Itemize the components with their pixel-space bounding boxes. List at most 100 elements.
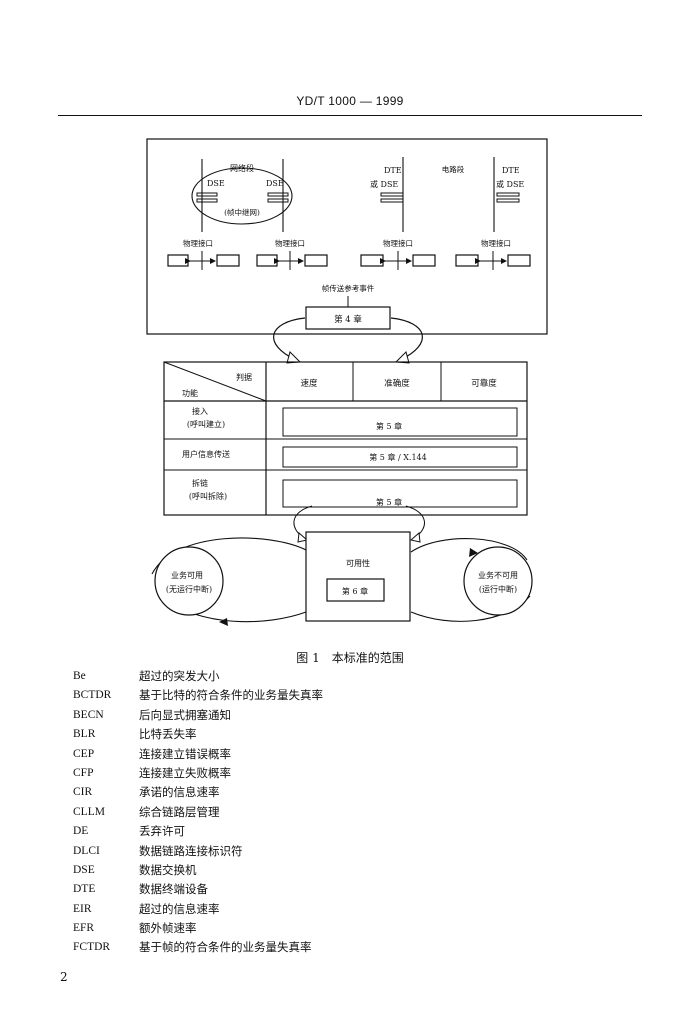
figure-caption: 图 1 本标准的范围	[296, 651, 404, 665]
col-speed: 速度	[300, 378, 318, 389]
svg-text:物理接口: 物理接口	[275, 238, 305, 248]
abbr-definition: 超过的信息速率	[139, 901, 220, 916]
abbreviation-list: Be 超过的突发大小 BCTDR 基于比特的符合条件的业务量失真率 BECN 后向显式…	[73, 667, 633, 958]
abbr-term: CFP	[73, 766, 94, 779]
abbr-definition: 连接建立错误概率	[139, 746, 231, 761]
abbr-term: BECN	[73, 708, 104, 721]
abbr-definition: 基于比特的符合条件的业务量失真率	[139, 688, 323, 703]
svg-text:物理接口: 物理接口	[383, 238, 413, 248]
list-item: EIR 超过的信息速率	[73, 900, 633, 919]
dse-left-stack	[196, 192, 218, 197]
abbr-term: EIR	[73, 902, 92, 915]
availability-box	[305, 531, 411, 622]
row-user-info: 用户信息传送	[182, 449, 230, 459]
row-access-bar	[282, 407, 518, 437]
row-user-info-bar	[282, 446, 518, 468]
availability-label: 可用性	[346, 558, 370, 568]
criteria-label: 判据	[236, 372, 252, 382]
list-item: DTE 数据终端设备	[73, 880, 633, 899]
scope-figure: 网络段 DSE DSE (帧中继网) DTE 或 DSE 电路段 DTE 或 D…	[146, 138, 548, 626]
abbr-term: CIR	[73, 786, 93, 799]
service-available-circle	[154, 546, 224, 616]
list-item: Be 超过的突发大小	[73, 667, 633, 686]
abbr-definition: 丢弃许可	[139, 824, 185, 839]
abbr-term: BLR	[73, 728, 96, 741]
list-item: FCTDR 基于帧的符合条件的业务量失真率	[73, 938, 633, 957]
row-access-chapter: 第 5 章	[376, 421, 402, 431]
abbr-definition: 数据链路连接标识符	[139, 843, 243, 858]
service-available-line-1: 业务可用	[171, 570, 203, 580]
dte-or-dse-2-line-1: DTE	[502, 166, 520, 175]
svg-text:物理接口: 物理接口	[183, 238, 213, 248]
col-accuracy: 准确度	[384, 378, 410, 389]
abbr-term: DE	[73, 825, 89, 838]
relay-network-label: (帧中继网)	[224, 207, 260, 217]
list-item: CEP 连接建立错误概率	[73, 745, 633, 764]
chapter-6-box	[326, 578, 385, 602]
abbr-definition: 数据交换机	[139, 862, 197, 877]
abbr-definition: 额外帧速率	[139, 921, 197, 936]
row-user-info-chapter: 第 5 章 / X.144	[369, 452, 426, 462]
list-item: BLR 比特丢失率	[73, 725, 633, 744]
abbr-definition: 后向显式拥塞通知	[139, 707, 231, 722]
header-rule	[58, 115, 642, 116]
physical-interface-1: 物理接口	[167, 238, 240, 270]
flow-arrow-right	[390, 317, 423, 361]
list-item: BECN 后向显式拥塞通知	[73, 706, 633, 725]
dse-right-stack	[267, 192, 289, 197]
dte-stack-2	[496, 192, 520, 197]
row-disengage-line-2: (呼叫拆除)	[189, 491, 227, 501]
abbr-term: CLLM	[73, 805, 105, 818]
row-disengage-line-1: 拆链	[192, 478, 208, 488]
row-access-line-2: (呼叫建立)	[187, 419, 225, 429]
service-unavailable-line-1: 业务不可用	[478, 570, 518, 580]
page-number: 2	[60, 970, 68, 984]
dse-right-label: DSE	[266, 179, 284, 188]
abbr-definition: 超过的突发大小	[139, 669, 220, 683]
dse-left-label: DSE	[207, 179, 225, 188]
frame-transfer-events-label: 帧传送参考事件	[322, 283, 375, 293]
dte-or-dse-1-line-2: 或 DSE	[370, 179, 398, 189]
service-available-line-2: (无运行中断)	[166, 584, 212, 594]
list-item: CFP 连接建立失败概率	[73, 764, 633, 783]
dte-or-dse-2-line-2: 或 DSE	[496, 179, 524, 189]
abbr-term: BCTDR	[73, 689, 112, 702]
abbr-term: DTE	[73, 883, 96, 896]
col-dependability: 可靠度	[471, 378, 497, 389]
list-item: DLCI 数据链路连接标识符	[73, 842, 633, 861]
row-disengage-bar	[282, 479, 518, 508]
abbr-definition: 基于帧的符合条件的业务量失真率	[139, 940, 312, 955]
flow-arrow-left	[273, 317, 306, 361]
abbr-term: DSE	[73, 863, 95, 876]
list-item: DSE 数据交换机	[73, 861, 633, 880]
list-item: BCTDR 基于比特的符合条件的业务量失真率	[73, 686, 633, 705]
physical-interface-4: 物理接口	[455, 238, 531, 270]
function-label: 功能	[182, 388, 198, 398]
standard-number: YD/T 1000 — 1999	[296, 94, 404, 108]
abbr-definition: 比特丢失率	[139, 727, 197, 742]
list-item: DE 丢弃许可	[73, 822, 633, 841]
abbr-definition: 承诺的信息速率	[139, 785, 220, 800]
frame-relay-network-ellipse	[191, 167, 293, 225]
physical-interface-2: 物理接口	[256, 238, 328, 270]
abbr-term: Be	[73, 670, 86, 682]
row-access-line-1: 接入	[192, 406, 208, 416]
chapter-4-box	[305, 306, 391, 330]
abbr-term: FCTDR	[73, 941, 111, 954]
service-unavailable-line-2: (运行中断)	[479, 584, 517, 594]
svg-text:物理接口: 物理接口	[481, 238, 511, 248]
dte-stack-1	[380, 192, 404, 197]
physical-interface-3: 物理接口	[360, 238, 436, 270]
dte-or-dse-1-line-1: DTE	[384, 166, 402, 175]
circuit-segment-label: 电路段	[442, 164, 465, 174]
chapter-4-label: 第 4 章	[334, 314, 362, 325]
service-unavailable-circle	[463, 546, 533, 616]
abbr-definition: 数据终端设备	[139, 882, 208, 897]
abbr-definition: 连接建立失败概率	[139, 765, 231, 780]
list-item: CIR 承诺的信息速率	[73, 783, 633, 802]
abbr-term: CEP	[73, 747, 95, 760]
abbr-term: DLCI	[73, 844, 100, 857]
abbr-definition: 综合链路层管理	[139, 804, 220, 819]
reference-events-frame	[146, 138, 548, 335]
